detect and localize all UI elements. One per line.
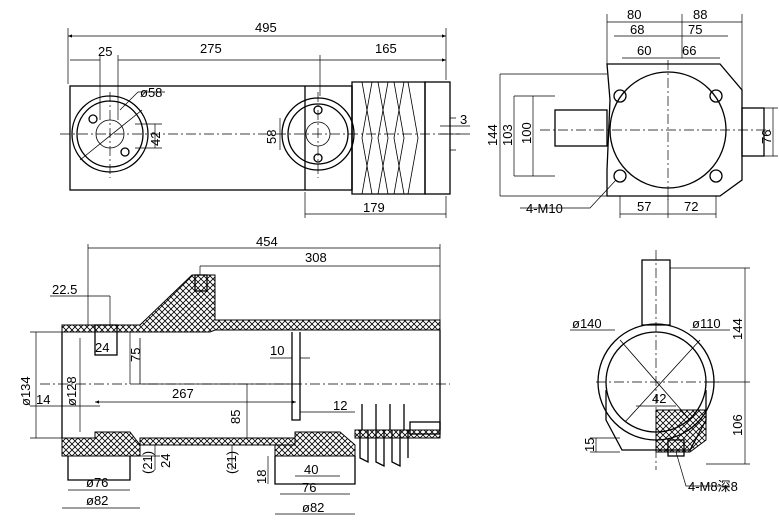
dim-18: 18 (254, 470, 269, 484)
dim-diameter-110: ø110 (692, 316, 721, 331)
dim-diameter-140: ø140 (572, 316, 602, 331)
dim-144: 144 (485, 124, 500, 146)
dim-103: 103 (500, 124, 515, 146)
dim-88: 88 (693, 7, 707, 22)
dim-22-5: 22.5 (52, 282, 77, 297)
dim-3: 3 (460, 112, 467, 127)
dim-179: 179 (363, 200, 385, 215)
top-bellows-fins (351, 81, 426, 195)
end-view: 80 88 68 75 60 66 144 103 100 76 4-M10 5… (485, 7, 778, 218)
dim-308: 308 (305, 250, 327, 265)
end-port-right (741, 107, 765, 157)
dim-144-side: 144 (730, 318, 745, 340)
dim-68: 68 (630, 22, 644, 37)
bolt-callout-m10: 4-M10 (526, 201, 563, 216)
dim-60: 60 (637, 43, 651, 58)
dim-75: 75 (688, 22, 702, 37)
dim-diameter-58: ø58 (140, 85, 162, 100)
section-bottom-right (274, 431, 356, 457)
dim-100: 100 (519, 122, 534, 144)
section-view: 454 308 22.5 24 75 10 ø134 ø128 14 267 8… (18, 234, 450, 515)
side-hatched-section (655, 409, 707, 453)
dim-495: 495 (255, 20, 277, 35)
dim-40: 40 (304, 462, 318, 477)
dim-42-side: 42 (652, 391, 666, 406)
dim-85: 85 (228, 410, 243, 424)
end-port-left (554, 109, 608, 147)
dim-diameter-76: ø76 (86, 475, 108, 490)
dim-57: 57 (637, 199, 651, 214)
dim-76: 76 (759, 130, 774, 144)
section-fins (359, 404, 441, 468)
dim-12: 12 (333, 398, 347, 413)
top-body-divider (304, 86, 353, 190)
dim-diameter-134: ø134 (18, 376, 33, 406)
end-flange-outline (606, 63, 743, 197)
bolt-callout-m8: 4-M8深8 (688, 479, 738, 494)
dim-76-bottom: 76 (302, 480, 316, 495)
top-end-cap (424, 81, 451, 195)
side-view: ø140 ø110 144 42 106 15 4-M8深8 (570, 250, 750, 494)
dim-diameter-128: ø128 (64, 376, 79, 406)
dim-275: 275 (200, 41, 222, 56)
dim-diameter-82-left: ø82 (86, 493, 108, 508)
dim-15: 15 (582, 438, 597, 452)
dim-75: 75 (128, 348, 143, 362)
dim-42: 42 (148, 132, 163, 146)
dim-267: 267 (172, 386, 194, 401)
dim-24-bottom: 24 (158, 454, 173, 468)
dim-58: 58 (264, 130, 279, 144)
dim-diameter-82-right: ø82 (302, 500, 324, 515)
dim-24: 24 (95, 340, 109, 355)
dim-80: 80 (627, 7, 641, 22)
side-top-pipe (641, 259, 671, 326)
dim-165: 165 (375, 41, 397, 56)
dim-10: 10 (270, 343, 284, 358)
dim-106: 106 (730, 414, 745, 436)
dim-66: 66 (682, 43, 696, 58)
top-view: 495 25 275 165 ø58 42 58 3 179 (60, 20, 470, 218)
dim-72: 72 (684, 199, 698, 214)
dim-14: 14 (36, 392, 50, 407)
dim-21-right: (21) (224, 451, 239, 474)
dim-454: 454 (256, 234, 278, 249)
section-top-wall (61, 274, 441, 333)
section-bottom-left (61, 431, 141, 457)
dim-21-left: (21) (140, 451, 155, 474)
dim-25: 25 (98, 44, 112, 59)
